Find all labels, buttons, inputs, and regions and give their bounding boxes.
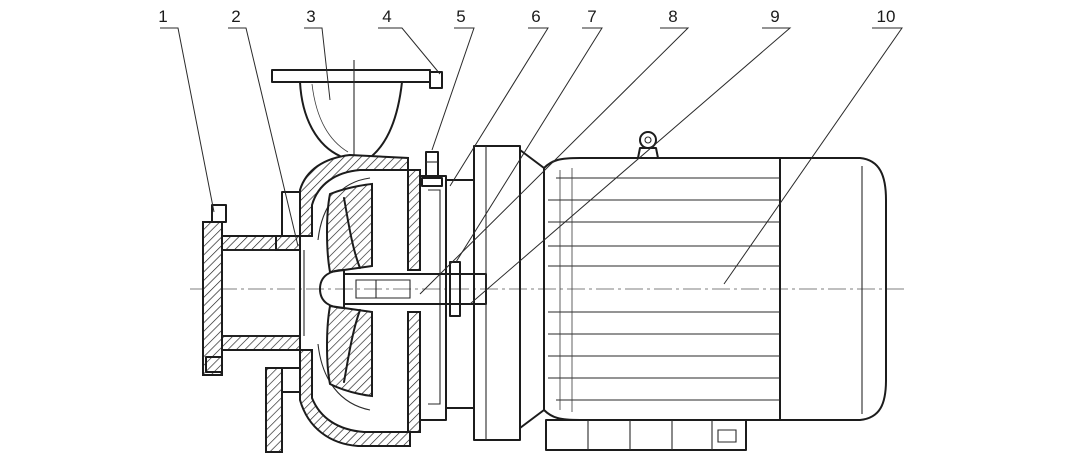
callout-1: 1 (158, 7, 167, 26)
leader-3 (304, 27, 331, 101)
callout-5: 5 (456, 7, 465, 26)
callout-labels: 1 2 3 4 5 6 7 8 9 10 (158, 7, 895, 26)
leader-10 (723, 27, 903, 285)
callout-7: 7 (587, 7, 596, 26)
callout-8: 8 (668, 7, 677, 26)
leader-8 (419, 27, 690, 295)
leader-4 (378, 27, 441, 75)
callout-6: 6 (531, 7, 540, 26)
pump-back-cover (407, 151, 475, 433)
suction-inlet-pipe (202, 204, 301, 376)
leader-7 (455, 27, 603, 263)
leader-2 (228, 27, 299, 247)
electric-motor (543, 131, 887, 451)
callout-9: 9 (770, 7, 779, 26)
pump-casing-volute (265, 153, 411, 453)
leader-6 (449, 27, 549, 187)
discharge-nozzle (271, 60, 443, 157)
callout-10: 10 (877, 7, 896, 26)
leader-lines (160, 27, 903, 305)
leader-1 (160, 27, 215, 213)
impeller (319, 182, 373, 398)
leader-9 (469, 27, 792, 305)
callout-3: 3 (306, 7, 315, 26)
motor-mounting-flange (473, 145, 545, 441)
callout-4: 4 (382, 7, 391, 26)
callout-2: 2 (231, 7, 240, 26)
leader-5 (431, 27, 475, 151)
